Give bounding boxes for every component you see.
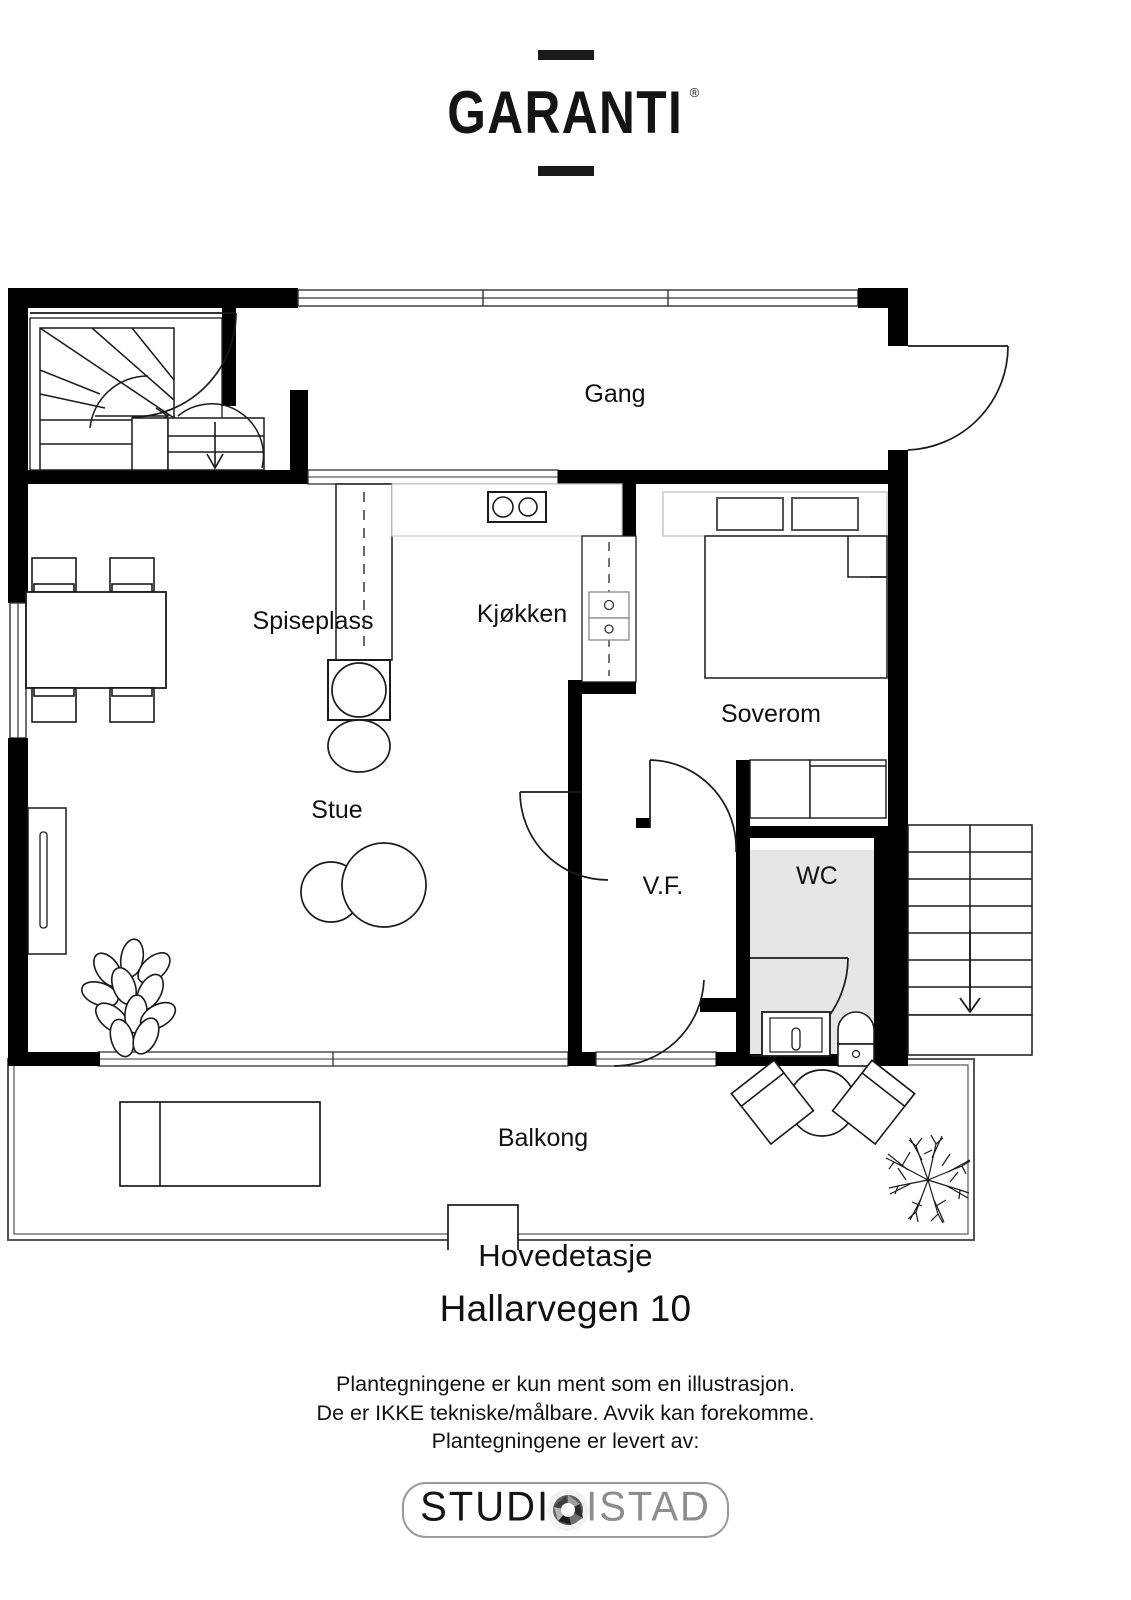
room-label-gang: Gang xyxy=(584,380,645,408)
studio-logo-part1: STUDI xyxy=(420,1483,551,1531)
kitchen-fixtures xyxy=(327,483,637,773)
window-left xyxy=(9,602,27,739)
window-gang-lower xyxy=(307,469,559,485)
brand-name: GARANTI xyxy=(447,79,684,147)
brand-bar-top-icon xyxy=(537,50,594,60)
brand-bar-bottom-icon xyxy=(537,166,594,176)
room-label-kjokken: Kjøkken xyxy=(477,600,567,628)
floor-title: Hovedetasje xyxy=(478,1238,653,1273)
exterior-staircase xyxy=(907,824,1033,1056)
disclaimer-line-1: Plantegningene er kun ment som en illust… xyxy=(336,1372,795,1396)
door-balcony xyxy=(613,979,705,1067)
door-kitchen-vf xyxy=(519,791,609,881)
studio-logo-part2: ISTAD xyxy=(586,1483,711,1531)
camera-aperture-icon xyxy=(546,1488,590,1532)
room-label-wc: WC xyxy=(796,862,838,890)
room-label-vf: V.F. xyxy=(643,872,684,900)
room-labels: Gang Spiseplass Kjøkken Soverom Stue V.F… xyxy=(253,380,838,1152)
studio-logo-frame: STUDI ISTAD xyxy=(402,1482,729,1538)
plant-outdoor-icon xyxy=(885,1134,971,1224)
door-swings xyxy=(30,312,1009,1067)
door-main-entry xyxy=(907,345,1009,451)
bedroom-furniture xyxy=(662,491,888,819)
living-room-furniture xyxy=(27,807,519,1250)
window-bottom-left xyxy=(97,1051,569,1067)
interior-staircase xyxy=(29,317,265,471)
room-label-stue: Stue xyxy=(311,796,362,824)
door-bedroom xyxy=(649,759,737,853)
brand-header: GARANTI ® xyxy=(0,50,1131,176)
disclaimer-text: Plantegningene er kun ment som en illust… xyxy=(0,1370,1131,1456)
address-title: Hallarvegen 10 xyxy=(439,1288,692,1329)
dining-set xyxy=(25,557,167,723)
plan-captions: Hovedetasje Hallarvegen 10 xyxy=(0,1238,1131,1330)
registered-mark: ® xyxy=(689,84,700,100)
studio-istad-logo: STUDI ISTAD xyxy=(0,1482,1131,1538)
brand-wordmark: GARANTI® xyxy=(448,83,700,143)
plant-indoor-icon xyxy=(80,938,177,1058)
room-label-spiseplass: Spiseplass xyxy=(253,607,374,635)
room-label-soverom: Soverom xyxy=(721,700,821,728)
disclaimer-line-2: De er IKKE tekniske/målbare. Avvik kan f… xyxy=(316,1400,815,1425)
door-gang-left xyxy=(30,312,237,418)
disclaimer-line-3: Plantegningene er levert av: xyxy=(431,1429,700,1454)
balcony-furniture xyxy=(119,1059,971,1224)
window-top xyxy=(297,289,859,307)
floorplan-drawing: Gang Spiseplass Kjøkken Soverom Stue V.F… xyxy=(0,280,1131,1250)
room-label-balkong: Balkong xyxy=(498,1124,588,1152)
wc-fixtures xyxy=(761,1011,875,1067)
interior-walls xyxy=(28,308,908,1060)
